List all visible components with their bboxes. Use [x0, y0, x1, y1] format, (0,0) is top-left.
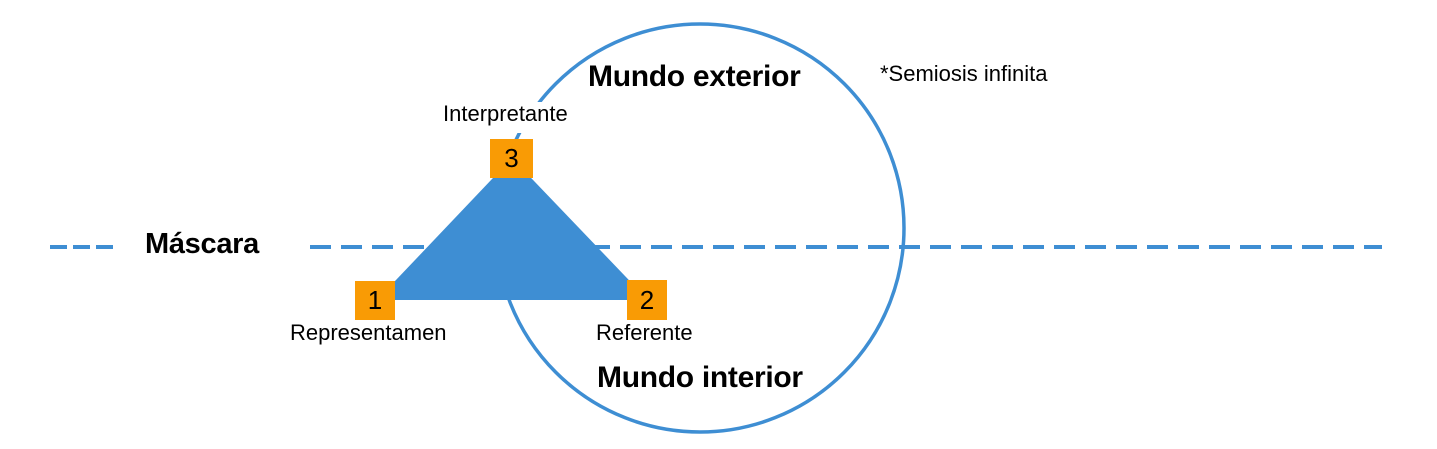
semiosis-infinita-label: *Semiosis infinita [880, 61, 1048, 86]
representamen-label: Representamen [290, 320, 447, 345]
node-interpretante-box: 3 [490, 139, 533, 178]
mundo-exterior-label: Mundo exterior [588, 60, 801, 93]
node-referente-box: 2 [627, 280, 667, 320]
node-representamen-number: 1 [367, 285, 383, 315]
mascara-label: Máscara [145, 228, 259, 260]
referente-label: Referente [596, 320, 693, 345]
node-interpretante-number: 3 [504, 143, 519, 173]
node-referente-number: 2 [639, 284, 655, 315]
interpretante-label: Interpretante [443, 101, 568, 134]
mundo-interior-label: Mundo interior [597, 361, 803, 394]
semiotic-triangle [377, 158, 648, 300]
node-representamen-box: 1 [355, 281, 395, 320]
